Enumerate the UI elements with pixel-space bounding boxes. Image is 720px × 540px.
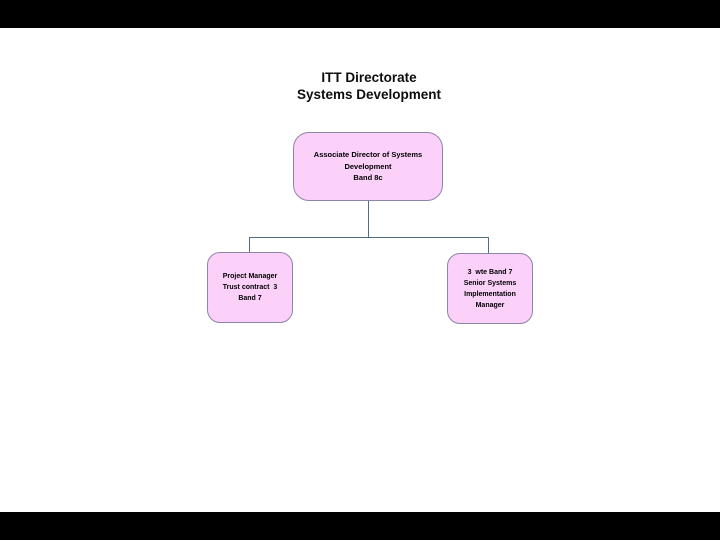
- connector-root-vertical: [368, 201, 369, 237]
- org-node-text-line: Senior Systems: [463, 279, 517, 287]
- org-node-text-line: 3 wte Band 7: [467, 268, 513, 276]
- slide-title-line-2: Systems Development: [296, 87, 442, 102]
- org-node-senior-systems-implementation-manager: 3 wte Band 7 Senior Systems Implementati…: [447, 253, 533, 324]
- slide-title: ITT Directorate Systems Development: [169, 69, 569, 103]
- org-node-text-line: Project Manager: [222, 273, 278, 280]
- org-node-text-line: Trust contract 3: [222, 284, 278, 291]
- letterbox-top: [0, 0, 720, 28]
- org-node-associate-director: Associate Director of Systems Developmen…: [293, 132, 443, 201]
- org-node-project-manager: Project Manager Trust contract 3 Band 7: [207, 252, 293, 323]
- org-node-text-line: Band 7: [238, 295, 262, 302]
- slide-title-line-1: ITT Directorate: [321, 70, 417, 85]
- org-node-text-line: Associate Director of Systems: [313, 150, 423, 160]
- connector-right-vertical: [488, 237, 489, 254]
- connector-left-vertical: [249, 237, 250, 253]
- org-node-text-line: Band 8c: [353, 173, 383, 183]
- connector-horizontal: [249, 237, 489, 238]
- org-node-text-line: Manager: [475, 301, 505, 309]
- letterbox-bottom: [0, 512, 720, 540]
- org-node-text-line: Development: [344, 161, 392, 171]
- org-node-text-line: Implementation: [464, 290, 516, 298]
